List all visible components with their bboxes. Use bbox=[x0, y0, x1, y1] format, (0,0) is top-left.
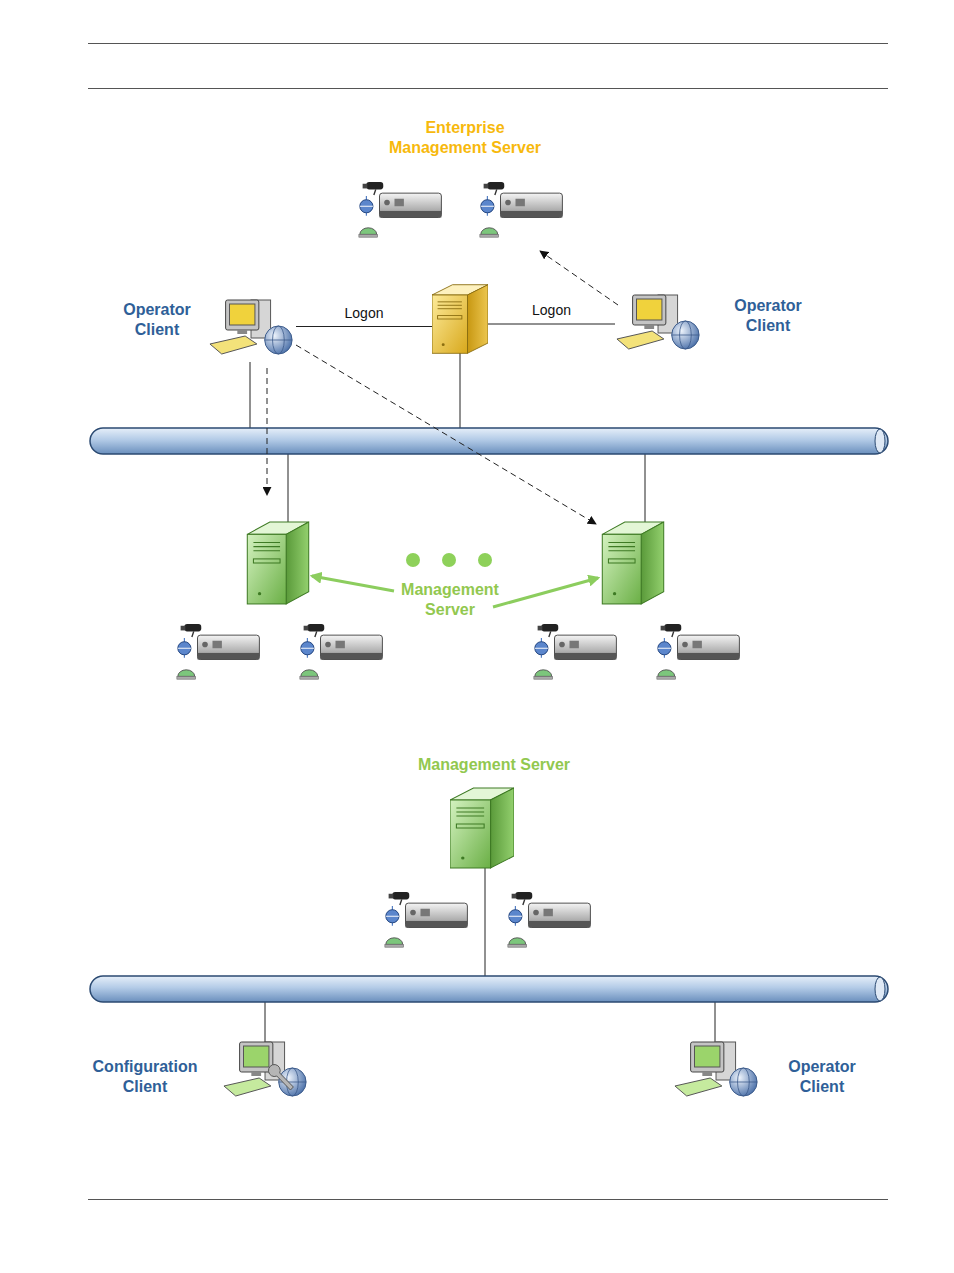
device-group bbox=[480, 182, 563, 237]
node-label: Management Server bbox=[394, 755, 594, 775]
computer-icon bbox=[224, 1042, 306, 1096]
green-arrow bbox=[312, 576, 394, 591]
operator-client: Operator Client bbox=[208, 298, 296, 362]
management-server: Management Server bbox=[450, 786, 514, 870]
node-label: Operator Client bbox=[112, 300, 202, 340]
node-label: Operator Client bbox=[723, 296, 813, 336]
pipe-end bbox=[875, 429, 885, 453]
network-pipe bbox=[90, 428, 888, 454]
dashed-arrow bbox=[540, 251, 618, 305]
edge-label: Logon bbox=[512, 302, 592, 318]
device-group bbox=[177, 624, 260, 679]
green-arrow bbox=[493, 578, 598, 607]
operator-client: Operator Client bbox=[673, 1040, 761, 1104]
computer-icon bbox=[617, 295, 699, 349]
pipe-end bbox=[875, 977, 885, 1001]
device-group bbox=[385, 892, 468, 947]
management-server-label: Management Server bbox=[390, 580, 510, 620]
computer-icon bbox=[210, 300, 292, 354]
node-label: Enterprise Management Server bbox=[380, 118, 550, 158]
operator-client: Operator Client bbox=[615, 293, 703, 357]
edge-label: Logon bbox=[324, 305, 404, 321]
server-icon bbox=[432, 285, 488, 354]
ellipsis-dot bbox=[406, 553, 420, 567]
node-icon bbox=[615, 293, 703, 357]
management-server-icon bbox=[247, 522, 308, 604]
ellipsis-dot bbox=[478, 553, 492, 567]
page-rule bbox=[88, 44, 888, 1200]
enterprise-server: Enterprise Management Server bbox=[432, 283, 488, 355]
device-group bbox=[534, 624, 617, 679]
management-server-icon bbox=[602, 522, 663, 604]
node-icon bbox=[208, 298, 296, 362]
device-group bbox=[508, 892, 591, 947]
logon-connector bbox=[296, 326, 432, 327]
dashed-arrow bbox=[267, 368, 268, 495]
dashed-arrow bbox=[296, 345, 596, 524]
device-group bbox=[359, 182, 442, 237]
node-icon bbox=[450, 786, 514, 870]
node-label: Configuration Client bbox=[85, 1057, 205, 1097]
computer-icon bbox=[675, 1042, 757, 1096]
node-icon bbox=[222, 1040, 310, 1104]
node-icon bbox=[432, 283, 488, 355]
network-wire bbox=[265, 868, 715, 1042]
configuration-client: Configuration Client bbox=[222, 1040, 310, 1104]
node-icon bbox=[673, 1040, 761, 1104]
server-icon bbox=[450, 788, 514, 868]
network-pipe bbox=[90, 976, 888, 1002]
ellipsis-dot bbox=[442, 553, 456, 567]
device-group bbox=[657, 624, 740, 679]
device-group bbox=[300, 624, 383, 679]
logon-connector bbox=[488, 324, 615, 325]
node-label: Operator Client bbox=[777, 1057, 867, 1097]
wrench-icon bbox=[268, 1065, 293, 1090]
